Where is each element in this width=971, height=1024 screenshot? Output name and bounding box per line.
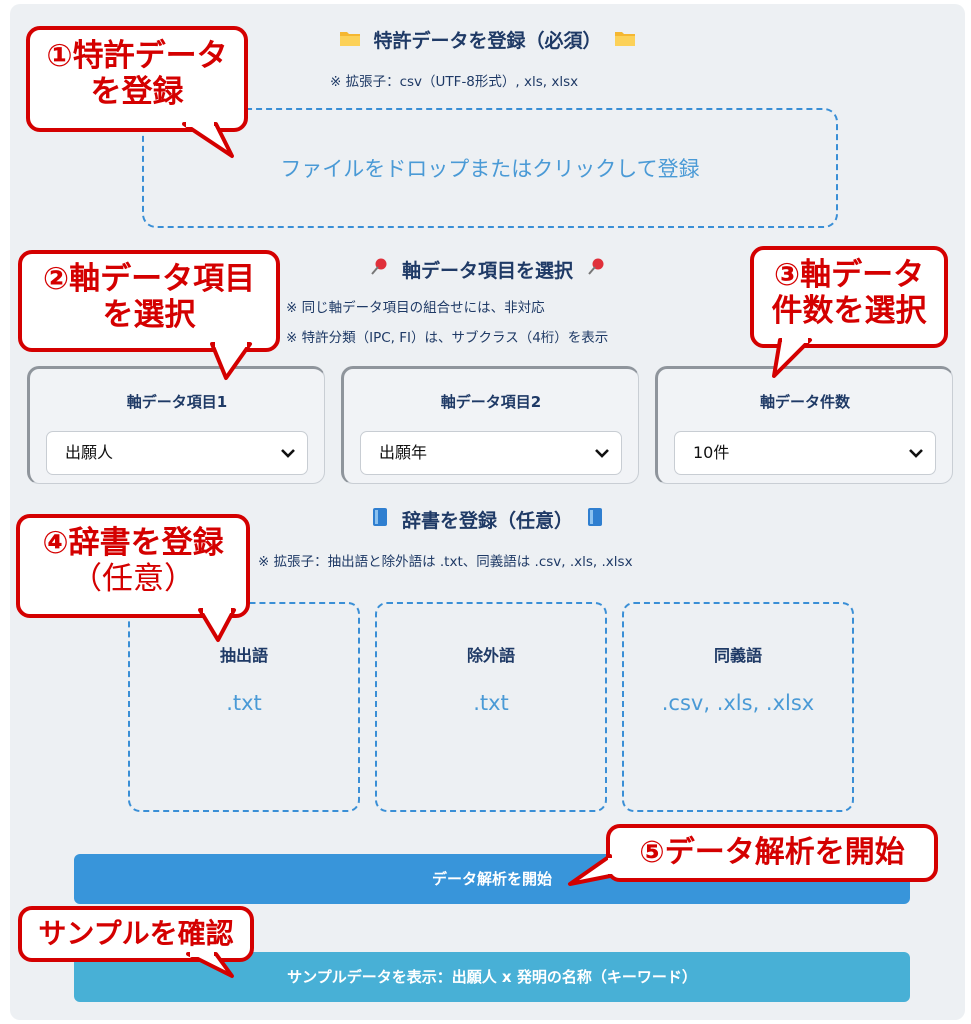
axis-item-1-value: 出願人 xyxy=(65,443,114,462)
patent-title-text: 特許データを登録（必須） xyxy=(373,30,602,52)
axis-item-2-value: 出願年 xyxy=(379,443,428,462)
chevron-down-icon xyxy=(595,449,609,458)
extract-words-ext: .txt xyxy=(226,691,262,715)
dictionary-section-title: 辞書を登録（任意） xyxy=(10,506,965,533)
callout-register-dictionary: ④辞書を登録 （任意） xyxy=(16,514,250,618)
dictionary-title-text: 辞書を登録（任意） xyxy=(401,510,573,532)
axis-card-3: 軸データ件数 10件 xyxy=(655,366,953,484)
axis-item-1-select[interactable]: 出願人 xyxy=(46,431,308,475)
folder-icon xyxy=(339,29,361,52)
callout-2-line-1: ②軸データ項目 xyxy=(42,261,256,297)
exclude-words-dropzone[interactable]: 除外語 .txt xyxy=(375,602,607,812)
axis-note-2: ※ 特許分類（IPC, FI）は、サブクラス（4桁）を表示 xyxy=(286,330,609,346)
synonyms-label: 同義語 xyxy=(713,646,762,665)
callout-register-patent: ①特許データ を登録 xyxy=(26,26,248,132)
callout-2-tail xyxy=(210,340,252,380)
chevron-down-icon xyxy=(281,449,295,458)
axis-card-3-label: 軸データ件数 xyxy=(759,393,850,411)
axis-count-select[interactable]: 10件 xyxy=(674,431,936,475)
axis-note-1: ※ 同じ軸データ項目の組合せには、非対応 xyxy=(286,300,545,316)
callout-4-tail xyxy=(198,606,236,642)
folder-icon xyxy=(614,29,636,52)
chevron-down-icon xyxy=(909,449,923,458)
dictionary-extension-note: ※ 拡張子：抽出語と除外語は .txt、同義語は .csv, .xls, .xl… xyxy=(258,554,633,570)
exclude-words-ext: .txt xyxy=(473,691,509,715)
callout-6-tail xyxy=(186,950,234,978)
patent-section-title: 特許データを登録（必須） xyxy=(10,26,965,53)
book-icon xyxy=(371,507,389,532)
exclude-words-label: 除外語 xyxy=(466,646,515,665)
callout-1-tail xyxy=(182,120,234,158)
callout-3-line-1: ③軸データ xyxy=(773,257,925,293)
synonyms-dropzone[interactable]: 同義語 .csv, .xls, .xlsx xyxy=(622,602,854,812)
axis-card-2: 軸データ項目2 出願年 xyxy=(341,366,639,484)
callout-3-tail xyxy=(772,336,812,378)
pushpin-icon xyxy=(369,257,389,282)
book-icon xyxy=(586,507,604,532)
synonyms-ext: .csv, .xls, .xlsx xyxy=(661,691,815,715)
callout-4-line-1: ④辞書を登録 xyxy=(42,525,224,561)
axis-card-2-label: 軸データ項目2 xyxy=(440,393,542,411)
callout-1-line-1: ①特許データ xyxy=(46,38,228,74)
main-panel: 特許データを登録（必須） ※ 拡張子：csv（UTF-8形式）, xls, xl… xyxy=(10,4,965,1020)
callout-select-axis-count: ③軸データ 件数を選択 xyxy=(750,246,948,348)
axis-section-title: 軸データ項目を選択 xyxy=(10,256,965,283)
callout-4-line-2: （任意） xyxy=(71,560,195,597)
callout-start-analysis: ⑤データ解析を開始 xyxy=(606,824,938,882)
callout-1-line-2: を登録 xyxy=(90,73,184,110)
callout-5-tail xyxy=(568,854,616,886)
callout-2-line-2: を選択 xyxy=(102,296,196,333)
callout-select-axis-item: ②軸データ項目 を選択 xyxy=(18,250,280,352)
patent-extension-note: ※ 拡張子：csv（UTF-8形式）, xls, xlsx xyxy=(330,74,579,90)
axis-item-2-select[interactable]: 出願年 xyxy=(360,431,622,475)
axis-count-value: 10件 xyxy=(693,443,730,462)
extract-words-label: 抽出語 xyxy=(219,646,268,665)
callout-3-line-2: 件数を選択 xyxy=(771,292,927,329)
axis-card-1: 軸データ項目1 出願人 xyxy=(27,366,325,484)
axis-title-text: 軸データ項目を選択 xyxy=(401,260,573,282)
patent-file-dropzone[interactable]: ファイルをドロップまたはクリックして登録 xyxy=(142,108,838,228)
pushpin-icon xyxy=(586,257,606,282)
axis-card-1-label: 軸データ項目1 xyxy=(126,393,228,411)
